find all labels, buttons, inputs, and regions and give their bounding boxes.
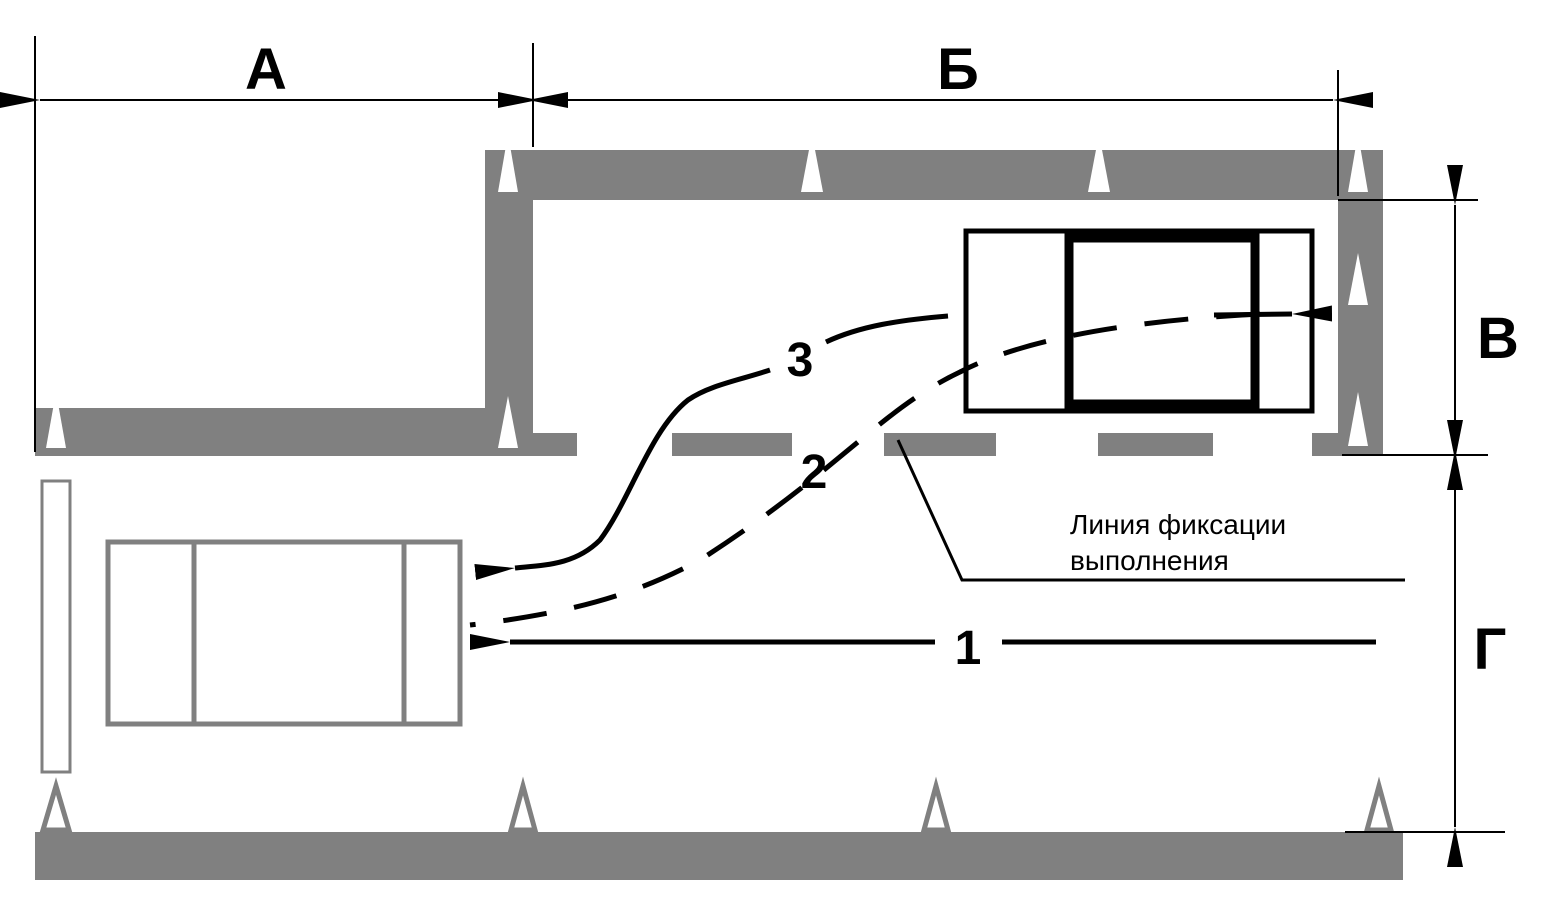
boundary-bottom	[35, 832, 1403, 880]
path-3	[474, 313, 949, 580]
stop-line	[40, 479, 72, 774]
cone-icon	[46, 392, 66, 448]
boundary-left-top	[35, 408, 533, 456]
dimension-lines	[0, 36, 1505, 867]
path-3-exit	[474, 367, 771, 580]
path-2-label: 2	[801, 446, 828, 499]
boundary-segment-3	[884, 433, 996, 456]
path-3-entry	[824, 313, 949, 345]
dimension-b-label: Б	[937, 37, 979, 102]
boundary-segment-4	[1098, 433, 1213, 456]
car-parked-body	[963, 228, 1315, 414]
cones-outline	[39, 776, 1395, 833]
car-start	[105, 539, 463, 727]
cone-icon	[1348, 392, 1368, 446]
boundary-segment-1	[533, 433, 577, 456]
cone-icon	[1088, 134, 1110, 192]
annotation-line-2: выполнения	[1070, 545, 1229, 576]
cone-icon	[1348, 253, 1368, 305]
cone-icon	[1363, 776, 1395, 833]
cones-filled	[46, 134, 1368, 448]
car-parked	[963, 228, 1315, 414]
path-1-label: 1	[955, 622, 982, 675]
boundary-segment-2	[672, 433, 792, 456]
annotation-leader	[896, 439, 1405, 582]
dimension-v-label: В	[1477, 306, 1519, 371]
cone-icon	[920, 776, 952, 833]
cone-icon	[507, 776, 539, 833]
boundary-top	[485, 150, 1383, 200]
cone-icon	[39, 777, 73, 833]
dimension-a-label: А	[245, 37, 287, 102]
path-2	[469, 305, 1333, 628]
car-parked-cabin	[1064, 233, 1260, 409]
path-2-entry-dashed	[469, 311, 1261, 628]
path-3-label: 3	[787, 334, 814, 387]
car-start-body	[105, 539, 463, 727]
dimension-g-label: Г	[1474, 617, 1507, 682]
annotation-line-1: Линия фиксации	[1070, 509, 1286, 540]
boundary-segment-5	[1312, 433, 1342, 456]
cone-icon	[801, 134, 823, 192]
cone-icon	[1348, 134, 1368, 192]
cone-icon	[498, 134, 518, 192]
cone-icon	[498, 396, 518, 448]
